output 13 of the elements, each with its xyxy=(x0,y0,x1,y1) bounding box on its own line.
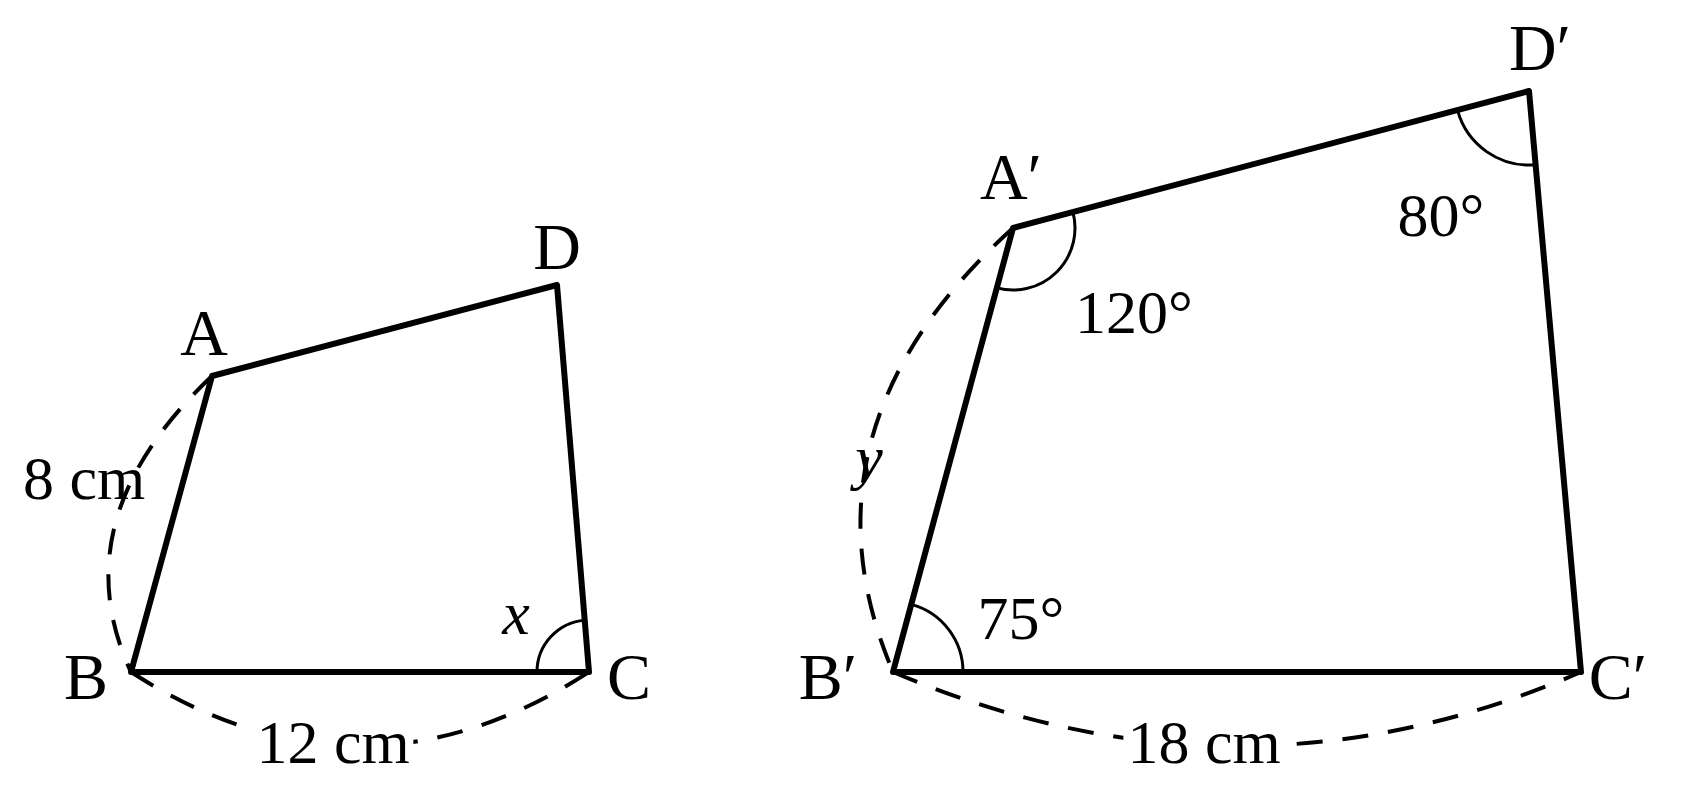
vertex-label: C′ xyxy=(1587,644,1649,710)
vertex-label: C xyxy=(606,644,652,710)
vertex-label: D xyxy=(532,214,582,280)
angle-label: 75° xyxy=(976,587,1066,649)
vertex-label: D′ xyxy=(1507,15,1573,81)
vertex-label: A′ xyxy=(978,144,1044,210)
angle-label: 80° xyxy=(1396,184,1486,246)
length-label: 8 cm xyxy=(21,447,147,509)
angle-label: x xyxy=(500,582,531,644)
vertex-label: B xyxy=(63,644,109,710)
vertex-label: B′ xyxy=(797,644,859,710)
angle-label: 120° xyxy=(1074,281,1194,343)
vertex-label: A xyxy=(179,300,229,366)
